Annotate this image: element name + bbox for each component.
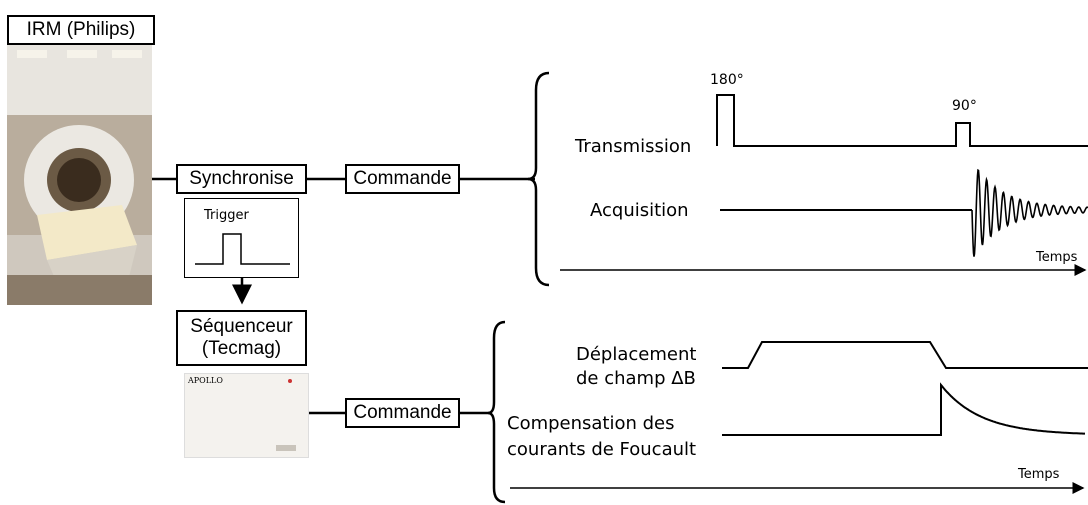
command-box-top: Commande [345,164,460,194]
acquisition-fid [971,168,1088,257]
compensation-label: Compensation des courants de Foucault [507,411,696,463]
compensation-line1: Compensation des [507,413,675,434]
compensation-waveform [722,382,1085,436]
synchronise-box: Synchronise [176,164,307,194]
trigger-box [184,198,299,278]
trigger-label: Trigger [204,208,249,223]
bracket-top [527,71,550,287]
time-label-top: Temps [1036,250,1078,265]
transmission-label: Transmission [575,136,692,157]
mri-title-box: IRM (Philips) [7,15,155,45]
apollo-logo [276,445,296,451]
sequencer-box: Séquenceur (Tecmag) [176,310,307,366]
sequencer-line1: Séquenceur [190,316,293,338]
time-label-bottom: Temps [1018,467,1060,482]
field-shift-line1: Déplacement [576,344,697,365]
compensation-line2: courants de Foucault [507,439,697,460]
sequencer-line2: (Tecmag) [201,338,282,359]
transmission-waveform [716,94,1088,147]
field-shift-waveform [722,341,1088,369]
pulse-180-label: 180° [710,72,744,88]
pulse-90-label: 90° [952,98,977,114]
field-shift-line2: de champ ΔB [576,368,696,389]
acquisition-label: Acquisition [590,200,689,221]
trigger-pulse [195,233,290,265]
apollo-led [288,379,292,383]
apollo-device-photo: APOLLO [184,373,309,458]
command-box-bottom: Commande [345,398,460,428]
mri-scanner-photo [7,45,152,305]
apollo-label: APOLLO [188,376,223,385]
bracket-bottom [487,320,506,504]
field-shift-label: Déplacement de champ ΔB [576,343,696,391]
